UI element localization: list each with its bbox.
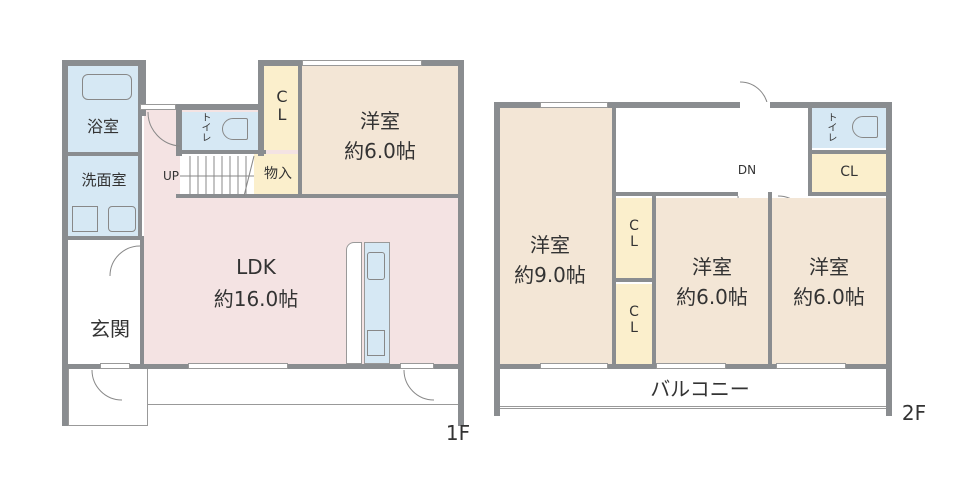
closet-b-label: C L	[629, 304, 639, 337]
western-room-1f-name: 洋室	[360, 109, 400, 133]
storage-1f	[254, 154, 300, 196]
western-6a-name: 洋室	[692, 255, 732, 279]
western-9-name: 洋室	[530, 233, 570, 257]
closet-a-2f	[616, 198, 652, 278]
western-6a-size: 約6.0帖	[676, 285, 748, 309]
floor-2-label: 2F	[901, 401, 927, 425]
washroom-label: 洗面室	[81, 171, 127, 189]
western-9-size: 約9.0帖	[514, 263, 586, 287]
ldk-size: 約16.0帖	[213, 287, 299, 311]
closet-a-label: C L	[629, 218, 639, 251]
bath-room	[68, 66, 138, 154]
western-room-1f	[302, 66, 458, 194]
closet-top-label: CL	[840, 164, 858, 180]
western-6b-size: 約6.0帖	[793, 285, 865, 309]
toilet-icon	[222, 118, 248, 140]
sink-icon	[108, 206, 136, 232]
western-room-6b	[772, 198, 886, 364]
toilet-label-2f: トイレ	[825, 112, 836, 142]
bath-label: 浴室	[86, 117, 119, 136]
terrace	[148, 369, 458, 405]
kitchen-counter	[364, 242, 390, 364]
closet-b-2f	[616, 284, 652, 364]
closet-top-2f	[812, 154, 886, 192]
closet-1f	[264, 66, 300, 150]
balcony-label: バルコニー	[650, 377, 750, 401]
closet-label-1f: C L	[276, 87, 288, 125]
washroom	[68, 156, 140, 238]
kitchen-wall	[346, 242, 362, 364]
entrance-room	[68, 240, 142, 364]
western-room-9	[500, 108, 612, 364]
kitchen-sink-icon	[367, 252, 385, 280]
stairs-up-label: UP	[162, 169, 180, 183]
floor-1-label: 1F	[445, 421, 471, 445]
balcony	[500, 369, 886, 409]
toilet-icon-2f	[852, 116, 878, 138]
washing-machine-icon	[72, 206, 98, 232]
hall-2f	[614, 108, 808, 194]
stairs-down-label: DN	[737, 163, 757, 177]
entrance-label: 玄関	[90, 317, 130, 341]
western-6b-name: 洋室	[809, 255, 849, 279]
porch	[68, 369, 148, 426]
toilet-label-1f: トイレ	[199, 112, 210, 142]
storage-label: 物入	[264, 166, 292, 182]
western-room-1f-size: 約6.0帖	[344, 139, 416, 163]
stairs-1f	[180, 154, 258, 196]
stove-icon	[367, 330, 385, 356]
western-room-6a	[656, 198, 768, 364]
bathtub-icon	[82, 74, 132, 100]
ldk-name: LDK	[236, 255, 276, 279]
